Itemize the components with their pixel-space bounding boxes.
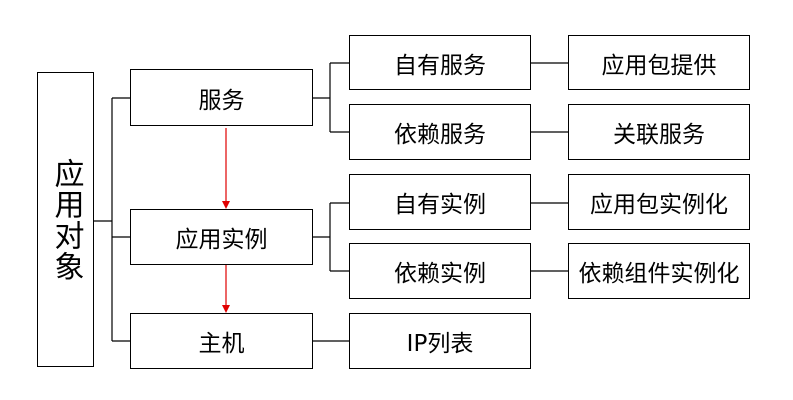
- node-dep-instance-label: 依赖实例: [394, 261, 486, 287]
- node-dep-component-instantiate-label: 依赖组件实例化: [578, 261, 740, 287]
- node-app-instance: 应用实例: [130, 209, 313, 265]
- node-dep-service-label: 依赖服务: [394, 122, 486, 148]
- node-dep-instance: 依赖实例: [349, 243, 531, 299]
- node-app-package-instantiate-label: 应用包实例化: [590, 192, 728, 218]
- node-app-instance-label: 应用实例: [175, 227, 268, 253]
- node-app-package-provide: 应用包提供: [568, 35, 750, 90]
- node-own-instance: 自有实例: [349, 174, 531, 230]
- node-dep-service: 依赖服务: [349, 104, 531, 160]
- node-ip-list-label: IP列表: [406, 331, 474, 357]
- node-app-package-provide-label: 应用包提供: [601, 52, 717, 79]
- root-label: 应用对象: [48, 157, 84, 282]
- node-own-instance-label: 自有实例: [394, 192, 486, 218]
- node-service: 服务: [130, 69, 313, 126]
- node-ip-list: IP列表: [349, 313, 531, 369]
- node-host: 主机: [130, 313, 313, 369]
- root-node: 应用对象: [37, 72, 94, 367]
- node-own-service: 自有服务: [349, 35, 531, 90]
- node-app-package-instantiate: 应用包实例化: [568, 174, 750, 230]
- node-host-label: 主机: [198, 331, 245, 357]
- node-dep-component-instantiate: 依赖组件实例化: [568, 243, 750, 299]
- node-service-label: 服务: [198, 87, 245, 114]
- node-own-service-label: 自有服务: [394, 52, 486, 79]
- node-related-service-label: 关联服务: [613, 122, 705, 148]
- node-related-service: 关联服务: [568, 104, 750, 160]
